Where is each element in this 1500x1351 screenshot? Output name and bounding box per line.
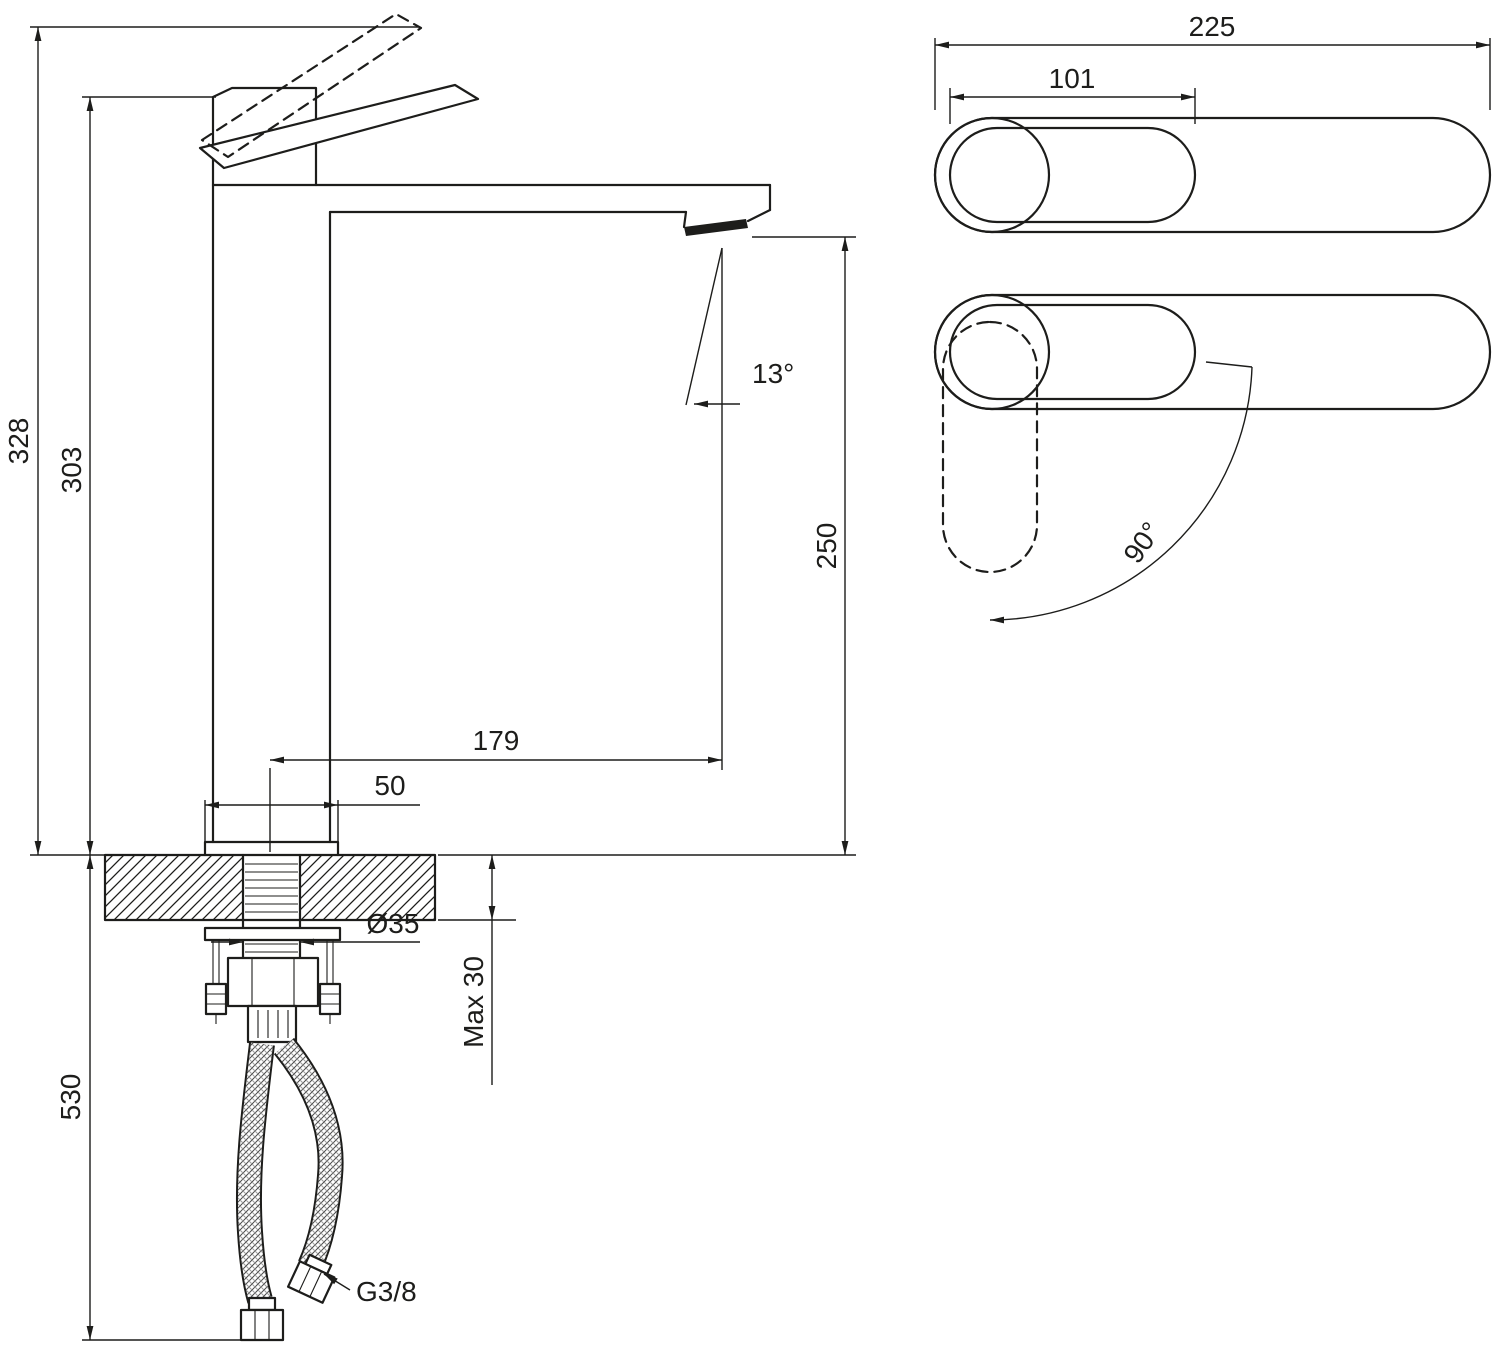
- dim-label-hole-diameter: Ø35: [367, 908, 420, 939]
- mounting-nut: [226, 956, 320, 1008]
- dim-label-base-width: 50: [374, 770, 405, 801]
- supply-hoses: [235, 1037, 344, 1342]
- mounting-hardware: [203, 853, 342, 1044]
- handle: [198, 12, 480, 187]
- leader-line-g38: [323, 1273, 351, 1291]
- hose-connector-block: [246, 1004, 298, 1044]
- dim-label-max-thickness: Max 30: [458, 956, 489, 1048]
- faucet-body-outline: [203, 183, 772, 857]
- shank-threads: [245, 863, 298, 953]
- body-circle-2: [933, 293, 1051, 411]
- side-view-labels: 328 303 530 250 13° 179 50 Ø35 Max 30 G3…: [3, 358, 842, 1307]
- dim-label-spout-angle: 13°: [752, 358, 794, 389]
- hose-left: [235, 1042, 275, 1304]
- dim-label-under-counter: 530: [55, 1074, 86, 1121]
- body-circle: [933, 116, 1051, 234]
- counter-hatch-right: [300, 856, 435, 919]
- top-view-lower: 90°: [933, 293, 1492, 624]
- mounting-washer: [203, 926, 342, 942]
- side-view: 328 303 530 250 13° 179 50 Ø35 Max 30 G3…: [3, 12, 856, 1342]
- spout-aerator: [684, 219, 748, 236]
- dim-label-swing-angle: 90°: [1117, 516, 1167, 568]
- lever-raised-dashed: [200, 12, 423, 159]
- handle-footprint: [948, 126, 1197, 224]
- handle-footprint-2: [948, 303, 1197, 401]
- lever-solid: [198, 83, 480, 170]
- handle-swing-arc: [989, 366, 1253, 624]
- dim-label-total-height: 328: [3, 418, 34, 465]
- mounting-studs: [212, 940, 334, 984]
- side-view-dimensions: [30, 26, 856, 1341]
- counter-hatch-left: [105, 856, 243, 919]
- dim-label-hose-thread: G3/8: [356, 1276, 417, 1307]
- top-view-upper: 225 101: [933, 11, 1492, 234]
- hose-fitting-right: [286, 1253, 336, 1304]
- counter-section: [103, 853, 437, 922]
- faucet-footprint-outline: [933, 116, 1492, 234]
- base-flange: [203, 840, 340, 857]
- dim-label-spout-top-height: 303: [56, 447, 87, 494]
- dim-label-spout-reach: 179: [473, 725, 520, 756]
- stud-nut-left: [204, 982, 228, 1016]
- arc-lead-line: [1205, 361, 1253, 368]
- ext-lines-50: [204, 800, 339, 842]
- ext-lines-225: [934, 38, 1491, 110]
- hose-right: [273, 1037, 344, 1272]
- angle-line-13deg: [685, 247, 723, 406]
- faucet-footprint-outline-2: [933, 293, 1492, 411]
- dim-label-spout-outlet-height: 250: [811, 523, 842, 570]
- handle-rotated-dashed: [941, 320, 1039, 574]
- stud-nut-right: [318, 982, 342, 1016]
- dim-label-handle-length: 101: [1049, 63, 1096, 94]
- dim-label-total-length: 225: [1189, 11, 1236, 42]
- hose-fitting-left: [239, 1296, 285, 1342]
